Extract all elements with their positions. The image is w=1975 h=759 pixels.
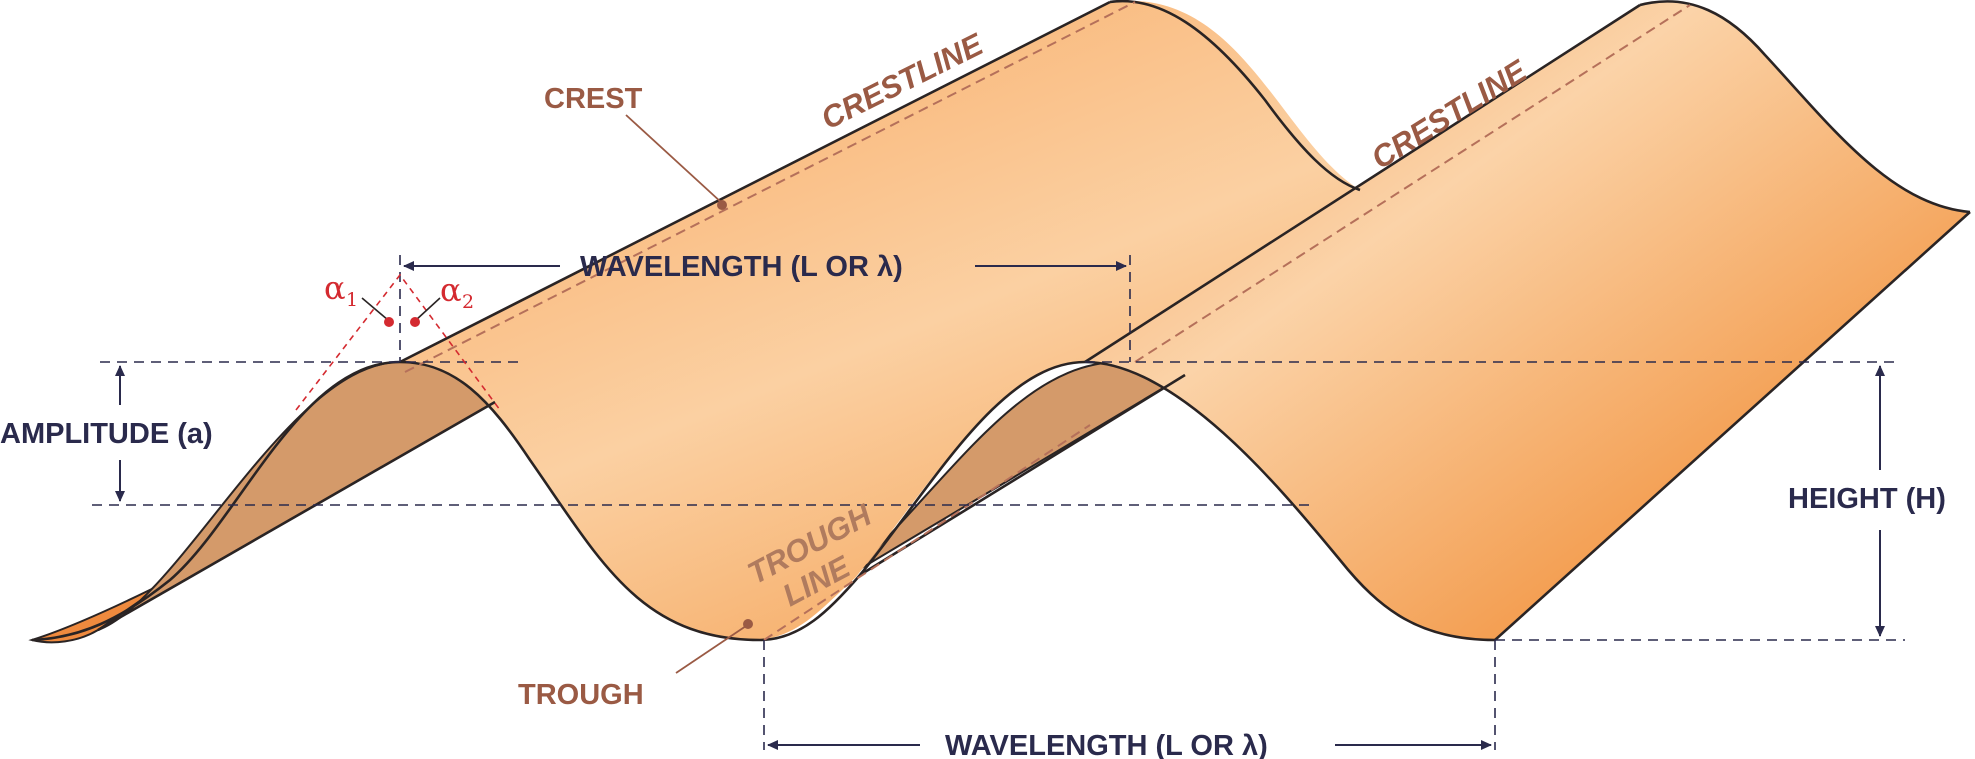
wavelength-top-label: WAVELENGTH (L OR λ)	[580, 251, 903, 283]
right-wave-face	[1085, 1, 1970, 641]
crest-leader	[625, 114, 723, 204]
wavelength-bottom-label: WAVELENGTH (L OR λ)	[945, 730, 1268, 759]
angle-dashed-lines	[295, 273, 501, 411]
height-label: HEIGHT (H)	[1788, 483, 1946, 515]
alpha-2-leader	[415, 297, 441, 321]
alpha-1-dot	[384, 317, 394, 327]
crestline-2-dashed	[1134, 4, 1691, 363]
guide-lines	[92, 255, 1905, 750]
trough-leader	[675, 625, 747, 674]
crestline-1-dashed	[404, 1, 1136, 373]
trough-label: TROUGH	[518, 679, 644, 711]
alpha-2-dot	[410, 317, 420, 327]
dimension-arrows	[115, 261, 1885, 750]
alpha-2-subscript: 2	[462, 291, 474, 313]
front-sliver	[28, 579, 171, 644]
alpha-1-leader	[361, 297, 389, 321]
angle-markers: α 1 α 2	[295, 269, 501, 411]
crest-edge-1	[399, 0, 1111, 364]
amplitude-label: AMPLITUDE (a)	[0, 418, 213, 450]
crest-point	[717, 200, 727, 210]
alpha-1-subscript: 1	[346, 289, 358, 311]
wave-surface	[28, 0, 1971, 644]
trough-point	[743, 619, 753, 629]
alpha-1-symbol: α	[324, 269, 346, 307]
alpha-2-symbol: α	[440, 271, 462, 309]
crest-edge-2	[1084, 3, 1641, 364]
right-edge	[1494, 211, 1971, 641]
front-profile-outline	[31, 360, 1496, 642]
trough-line-dashed	[763, 424, 1091, 641]
back-profile-outline	[1109, 0, 1971, 214]
trough-edge-1	[97, 400, 496, 632]
wave-lines	[404, 1, 1691, 641]
leaders	[625, 114, 753, 674]
crest-label: CREST	[544, 83, 643, 115]
